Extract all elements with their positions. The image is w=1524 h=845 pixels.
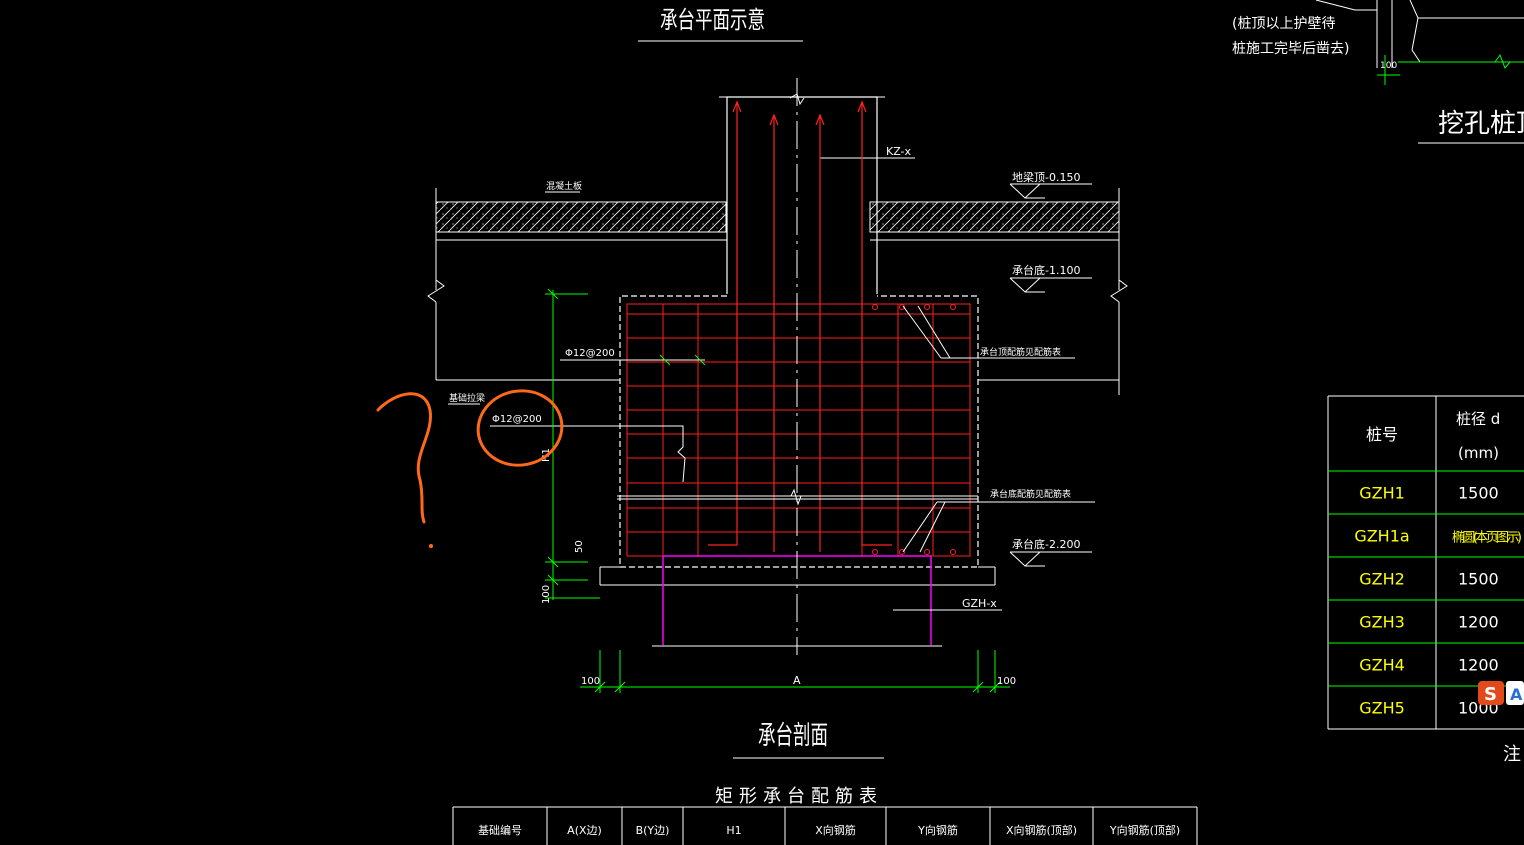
pile-table-header-diameter: 桩径 d [1456, 410, 1500, 428]
highlight-circle [476, 389, 564, 467]
pile-table-header-unit: (mm) [1458, 444, 1499, 462]
rebar-cage [626, 303, 971, 557]
table-header-cell: B(Y边) [636, 824, 670, 837]
pile-table-cell-diameter: 1500 [1458, 484, 1499, 503]
pile-label: GZH-x [962, 597, 997, 610]
slab: 混凝土板 [427, 180, 1128, 395]
pile-table-note: 注 [1503, 744, 1521, 765]
table-header-cell: 基础编号 [478, 823, 522, 837]
table-header-cell: X向钢筋 [815, 823, 856, 837]
rebar-table: 基础编号 A(X边) B(Y边) H1 X向钢筋 Y向钢筋 X向钢筋(顶部) Y向钢筋(顶部) [452, 806, 1198, 845]
ground-level-label: 地梁顶-0.150 [1012, 170, 1080, 184]
table-header-cell: A(X边) [567, 824, 602, 837]
pile-table-header-id: 桩号 [1366, 425, 1398, 444]
pile-table-cell-id: GZH5 [1359, 699, 1405, 718]
tie-beam-label: 基础拉梁 [449, 392, 485, 404]
cap-bottom-rebar-label: 承台底配筋见配筋表 [990, 488, 1071, 500]
svg-text:A: A [1510, 685, 1523, 704]
horizontal-dimension [580, 650, 1010, 693]
table-header-cell: Y向钢筋 [917, 823, 958, 837]
rebar-grid [626, 303, 971, 557]
dim-100-vertical: 100 [541, 585, 552, 604]
top-right-detail: (桩顶以上护壁待 桩施工完毕后凿去) 100 挖孔桩顶护 [1232, 0, 1524, 144]
width-dim: A [793, 674, 801, 687]
section-title: 承台剖面 [733, 721, 884, 759]
table-header-cell: X向钢筋(顶部) [1006, 823, 1077, 837]
dim-50: 50 [574, 540, 585, 553]
pile-table-cell-id: GZH1 [1359, 484, 1405, 503]
table-header-cell: Y向钢筋(顶部) [1109, 823, 1180, 837]
side-rebar-2: Φ12@200 [490, 414, 686, 483]
column-label: KZ-x [886, 145, 912, 158]
pile-table-cell-diameter: 1200 [1458, 613, 1499, 632]
cap-bottom-marker: 承台底-2.200 [1009, 537, 1092, 567]
cap-bottom-label: 承台底-2.200 [1012, 537, 1080, 551]
cap-top-label: 承台底-1.100 [1012, 263, 1080, 277]
plan-title: 承台平面示意 [638, 6, 803, 42]
top-right-note-2: 桩施工完毕后凿去) [1232, 40, 1349, 57]
pile-table-cell-id: GZH1a [1354, 527, 1409, 546]
pile-table-cell-diameter: 椭圆(本页图示) [1452, 530, 1522, 546]
column: KZ-x [719, 96, 915, 294]
vertical-dimension [545, 288, 600, 600]
column-rebars [708, 100, 892, 552]
slab-label: 混凝土板 [546, 180, 582, 192]
handdrawn-annotation [376, 389, 564, 548]
pile-table-cell-diameter: 1200 [1458, 656, 1499, 675]
right-title: 挖孔桩顶护 [1438, 109, 1524, 139]
table-header-cell: H1 [726, 824, 741, 837]
plan-title-text: 承台平面示意 [660, 6, 765, 34]
side-rebar-1-label: Φ12@200 [565, 348, 615, 359]
pile-table-cell-id: GZH2 [1359, 570, 1405, 589]
ground-level-marker: 地梁顶-0.150 [1009, 170, 1092, 199]
pile-table-cell-diameter: 1500 [1458, 570, 1499, 589]
cap-top-rebar-label: 承台顶配筋见配筋表 [980, 346, 1061, 358]
rebar-table-title: 矩形承台配筋表 [715, 786, 883, 807]
app-badge-icon[interactable]: S A [1478, 681, 1524, 705]
cap-top-rebar-leader [902, 305, 1075, 359]
side-rebar-1: Φ12@200 [560, 348, 706, 366]
cap-top-marker: 承台底-1.100 [1009, 263, 1092, 293]
dim-left-100: 100 [581, 676, 600, 687]
pile-table-cell-id: GZH4 [1359, 656, 1405, 675]
top-right-dim: 100 [1380, 61, 1397, 71]
pile-table-cell-id: GZH3 [1359, 613, 1405, 632]
cap-bottom-rebar-leader [902, 501, 1095, 553]
dim-right-100: 100 [997, 676, 1016, 687]
rebar-dots [872, 304, 956, 555]
top-right-note-1: (桩顶以上护壁待 [1232, 15, 1335, 32]
section-title-text: 承台剖面 [758, 721, 828, 751]
svg-text:S: S [1484, 684, 1497, 705]
side-rebar-2-label: Φ12@200 [492, 414, 542, 425]
tie-beam: 基础拉梁 [448, 392, 485, 405]
